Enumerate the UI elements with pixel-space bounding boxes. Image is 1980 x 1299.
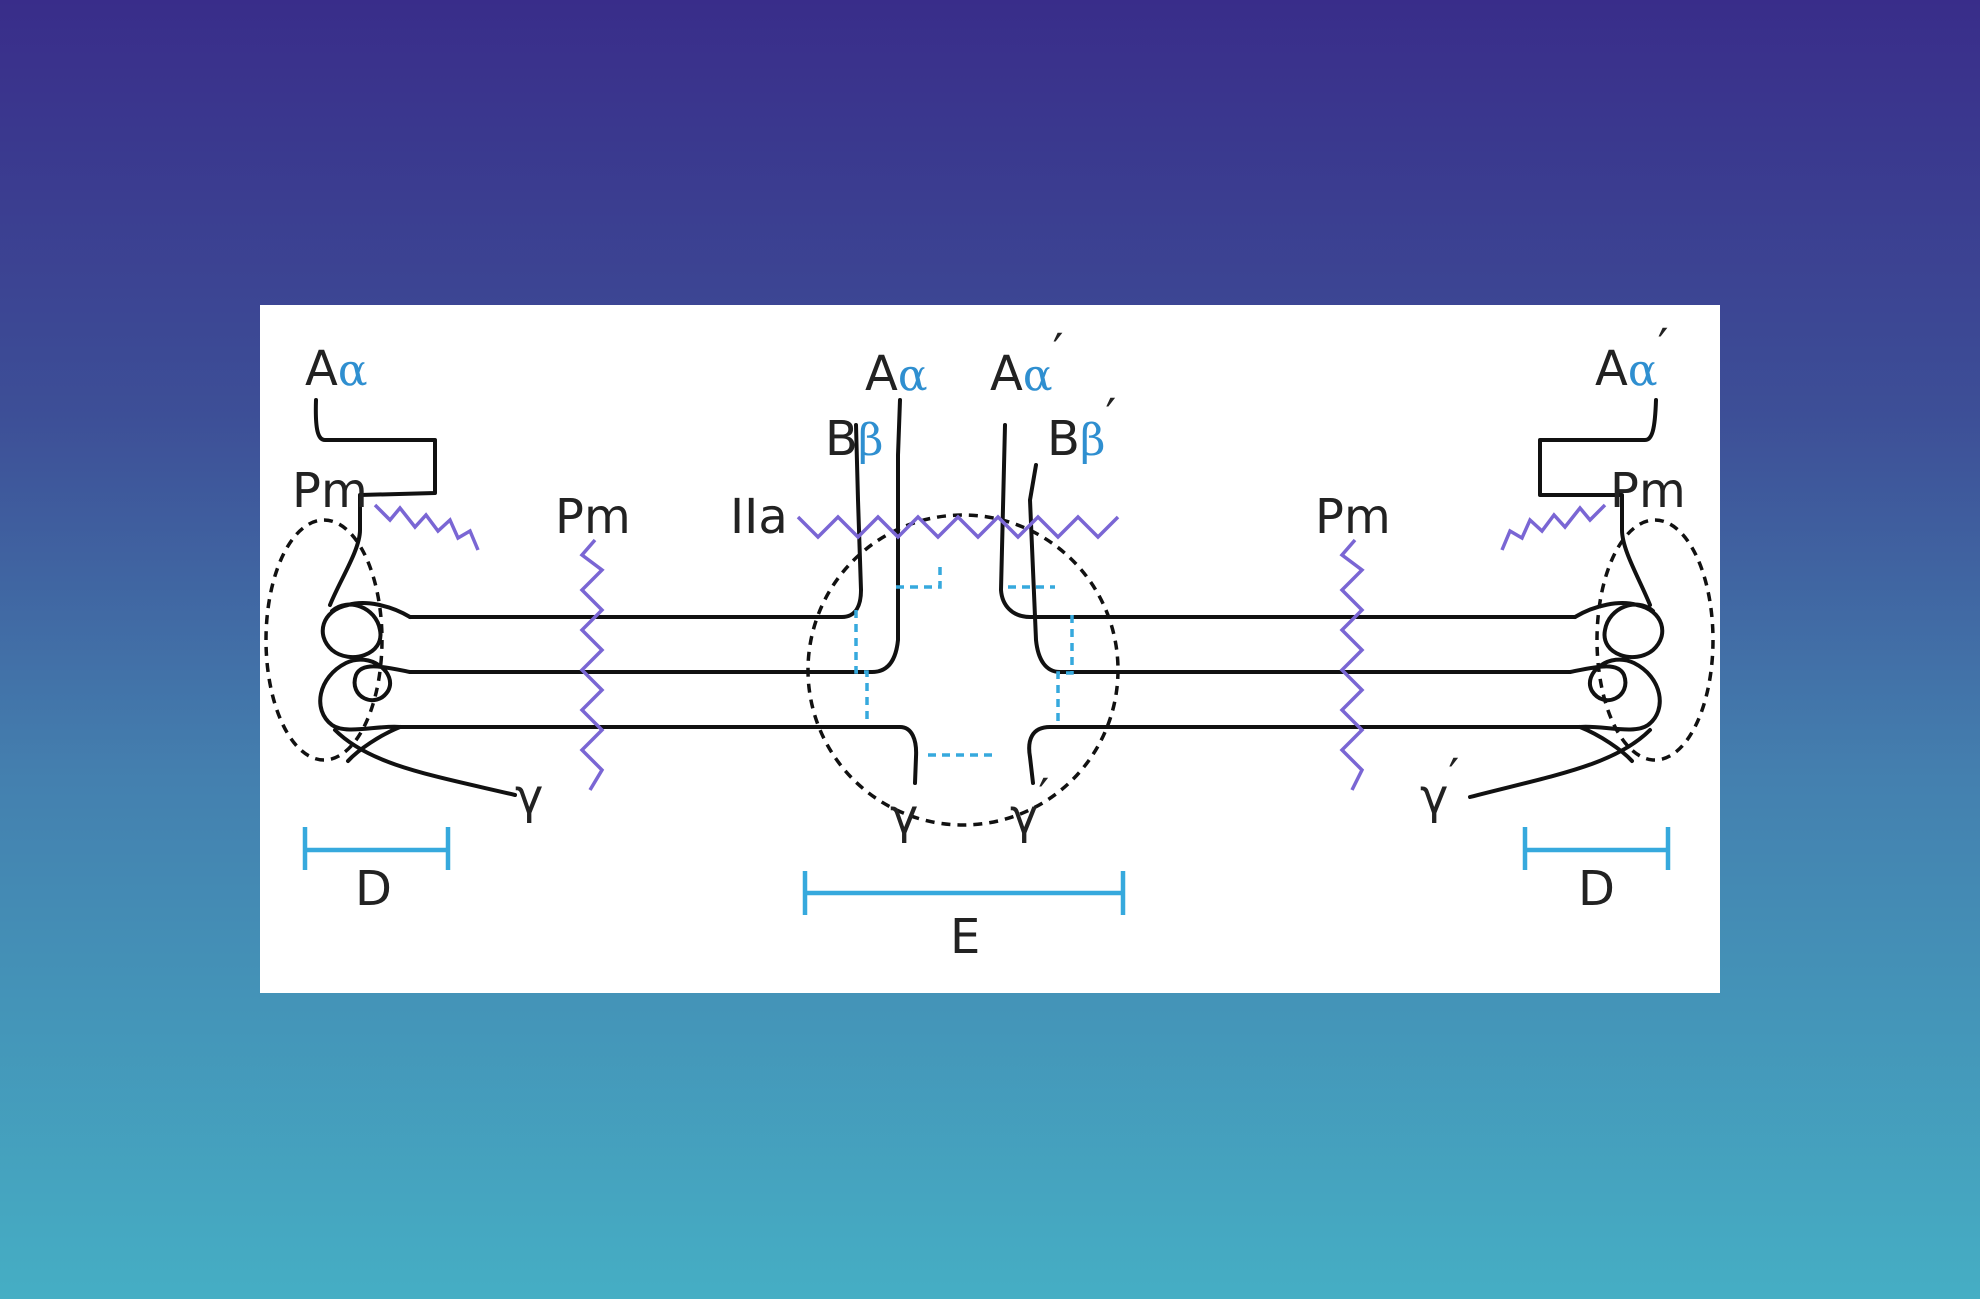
label-iia: IIa: [730, 489, 788, 545]
label-gamma-prime-center: γ′: [1010, 769, 1049, 845]
d-domain-left-ellipse: [264, 518, 384, 762]
label-gamma-prime-right: γ′: [1420, 749, 1459, 825]
label-pm-left-d: Pm: [292, 463, 368, 519]
left-chain-lower: [398, 725, 919, 785]
pm-zigzag-left-d: [373, 503, 480, 551]
label-pm-left-coil: Pm: [555, 489, 631, 545]
pm-zigzag-right-d: [1500, 503, 1607, 551]
label-a-alpha-left: Aα: [305, 341, 368, 397]
label-gamma-left: γ: [515, 769, 543, 825]
right-chain-lower: [1027, 725, 1582, 785]
diagram-card: Aα Aα Aα′ Aα′ Bβ Bβ′ Pm Pm IIa Pm Pm γ γ…: [260, 305, 1720, 993]
e-link-left-vertical: [854, 610, 869, 725]
left-chain-upper: [408, 423, 863, 619]
d-bar-left: [302, 827, 451, 870]
left-gamma-tail: [333, 728, 517, 797]
d-bar-right: [1522, 827, 1671, 870]
label-d-right: D: [1578, 861, 1615, 917]
label-gamma-center: γ: [890, 789, 918, 845]
label-a-alpha-prime-right: Aα′: [1595, 319, 1668, 397]
label-b-beta-prime-center: Bβ′: [1047, 389, 1116, 467]
e-bar: [802, 871, 1126, 915]
right-alpha-tail: [1538, 398, 1658, 607]
right-d-knot: [1568, 601, 1665, 763]
pm-zigzag-left-coil: [579, 538, 605, 791]
right-chain-upper: [999, 423, 1577, 619]
right-chain-middle: [1028, 463, 1572, 674]
right-gamma-tail: [1468, 728, 1652, 799]
label-pm-right-d: Pm: [1610, 463, 1686, 519]
pm-zigzag-right-coil: [1339, 538, 1365, 791]
e-link-right-vertical: [1056, 615, 1074, 725]
left-alpha-tail: [313, 398, 437, 607]
label-pm-right-coil: Pm: [1315, 489, 1391, 545]
fibrinogen-diagram: Aα Aα Aα′ Aα′ Bβ Bβ′ Pm Pm IIa Pm Pm γ γ…: [264, 319, 1715, 965]
label-b-beta-center: Bβ: [825, 411, 883, 467]
e-link-top-left: [896, 562, 942, 589]
label-e: E: [950, 909, 980, 965]
left-chain-middle: [408, 398, 902, 674]
label-d-left: D: [355, 861, 392, 917]
d-domain-right-ellipse: [1595, 518, 1715, 762]
left-d-knot: [318, 601, 412, 763]
label-a-alpha-prime-center: Aα′: [990, 324, 1063, 402]
iia-zigzag: [796, 514, 1120, 540]
label-a-alpha-center: Aα: [865, 346, 928, 402]
